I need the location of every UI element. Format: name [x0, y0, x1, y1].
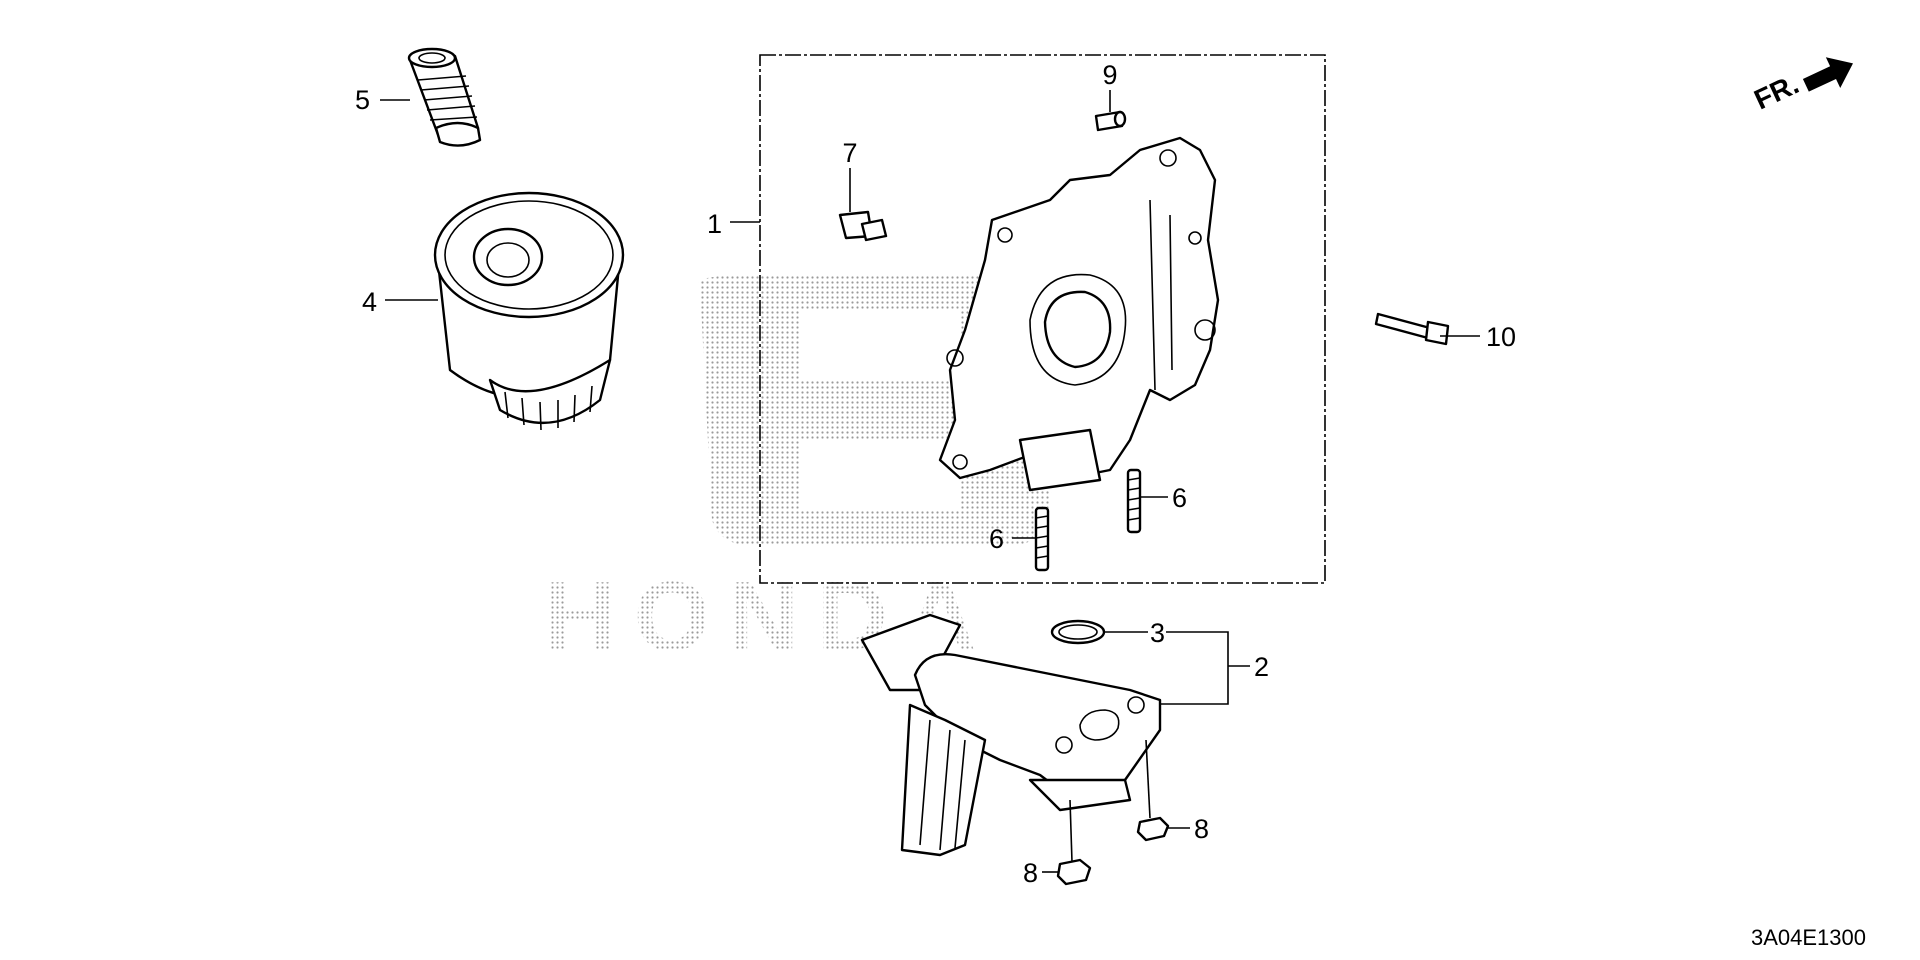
- part-9-dowel-pin: [1094, 110, 1127, 132]
- part-1-oil-pump: [938, 136, 1220, 492]
- callout-8-left: 8: [1023, 858, 1038, 888]
- forward-direction-marker: FR.: [1749, 57, 1853, 115]
- callout-3: 3: [1150, 618, 1165, 648]
- part-7-bolt: [838, 210, 888, 242]
- callout-8-right: 8: [1194, 814, 1209, 844]
- forward-arrow-icon: [1802, 57, 1853, 92]
- callout-7: 7: [842, 138, 857, 168]
- part-10-flange-bolt: [1374, 312, 1450, 346]
- part-8-nut-right: [1136, 816, 1170, 842]
- callout-1: 1: [707, 209, 722, 239]
- part-2-strainer: [860, 613, 1162, 857]
- diagram-code: 3A04E1300: [1751, 925, 1866, 950]
- callout-6-left: 6: [989, 524, 1004, 554]
- callout-4: 4: [362, 287, 377, 317]
- direction-label: FR.: [1749, 68, 1803, 115]
- callout-9: 9: [1102, 60, 1117, 90]
- callout-6-right: 6: [1172, 483, 1187, 513]
- part-5-fitting: [407, 47, 482, 147]
- part-3-o-ring: [1050, 619, 1106, 645]
- callout-5: 5: [355, 85, 370, 115]
- assembly-group-box: [759, 54, 1326, 584]
- callout-10: 10: [1486, 322, 1516, 352]
- part-6-stud-right: [1126, 468, 1142, 534]
- callout-2: 2: [1254, 652, 1269, 682]
- part-6-stud-left: [1034, 506, 1050, 572]
- part-8-nut-left: [1056, 858, 1092, 886]
- part-4-oil-filter: [433, 191, 625, 431]
- leader-lines: [380, 90, 1480, 873]
